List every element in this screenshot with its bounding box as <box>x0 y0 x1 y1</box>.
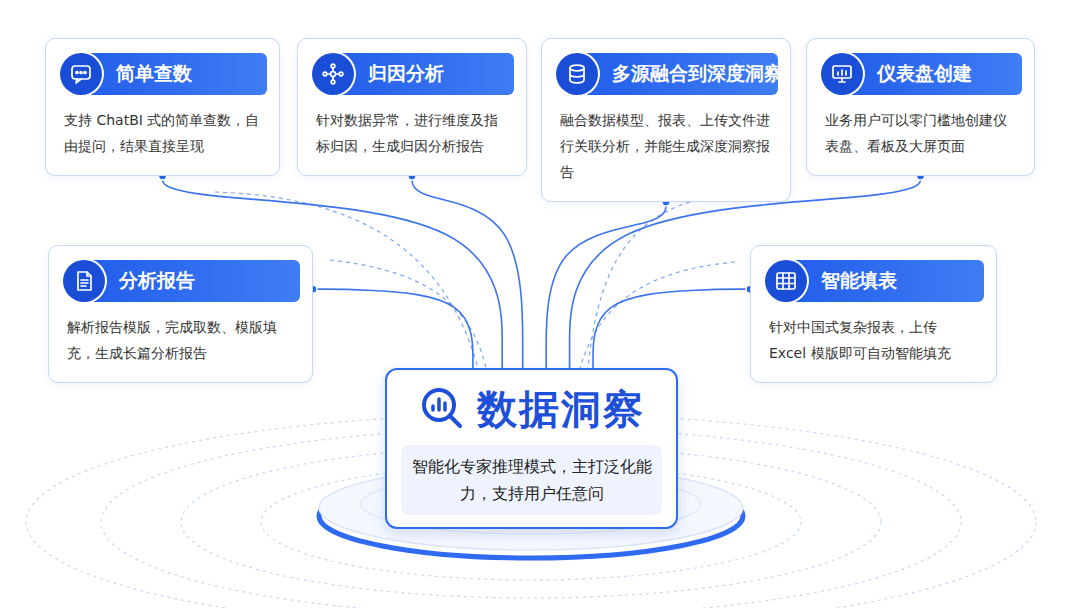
card-heading: 简单查数 <box>102 61 192 87</box>
card-description: 业务用户可以零门槛地创建仪表盘、看板及大屏页面 <box>807 95 1034 175</box>
magnifier-icon <box>419 385 465 435</box>
heading-band: 分析报告 <box>63 260 300 302</box>
heading-band: 归因分析 <box>312 53 514 95</box>
icon-badge <box>312 53 354 95</box>
card-heading: 归因分析 <box>354 61 444 87</box>
feature-card: 多源融合到深度洞察融合数据模型、报表、上传文件进行关联分析，并能生成深度洞察报告 <box>541 38 791 202</box>
feature-icon <box>774 269 798 293</box>
heading-band: 智能填表 <box>765 260 984 302</box>
hub-description: 智能化专家推理模式，主打泛化能力，支持用户任意问 <box>401 445 662 515</box>
feature-icon <box>69 62 93 86</box>
connector-line <box>593 289 750 368</box>
heading-band: 多源融合到深度洞察 <box>556 53 778 95</box>
card-heading: 分析报告 <box>105 268 195 294</box>
heading-band: 仪表盘创建 <box>821 53 1022 95</box>
feature-icon <box>72 269 96 293</box>
icon-badge <box>60 53 102 95</box>
icon-badge <box>556 53 598 95</box>
card-description: 针对中国式复杂报表，上传 Excel 模版即可自动智能填充 <box>751 302 996 382</box>
feature-card: 简单查数支持 ChatBI 式的简单查数，自由提问，结果直接呈现 <box>45 38 280 176</box>
hub-box: 数据洞察智能化专家推理模式，主打泛化能力，支持用户任意问 <box>385 368 678 529</box>
icon-badge <box>765 260 807 302</box>
deco-dash-line <box>588 192 745 368</box>
card-description: 支持 ChatBI 式的简单查数，自由提问，结果直接呈现 <box>46 95 279 175</box>
connector-line <box>412 176 523 368</box>
card-description: 融合数据模型、报表、上传文件进行关联分析，并能生成深度洞察报告 <box>542 95 790 201</box>
card-description: 解析报告模版，完成取数、模版填充，生成长篇分析报告 <box>49 302 312 382</box>
card-heading: 智能填表 <box>807 268 897 294</box>
icon-badge <box>63 260 105 302</box>
feature-card: 归因分析针对数据异常，进行维度及指标归因，生成归因分析报告 <box>297 38 527 176</box>
deco-dash-line <box>330 260 486 368</box>
magnifier-glyph <box>419 385 465 431</box>
feature-icon <box>565 62 589 86</box>
card-heading: 仪表盘创建 <box>863 61 972 87</box>
feature-icon <box>830 62 854 86</box>
card-heading: 多源融合到深度洞察 <box>598 61 783 87</box>
hub-heading: 数据洞察 <box>465 382 645 437</box>
feature-card: 分析报告解析报告模版，完成取数、模版填充，生成长篇分析报告 <box>48 245 313 383</box>
hub-heading-row: 数据洞察 <box>401 382 662 437</box>
icon-badge <box>821 53 863 95</box>
card-description: 针对数据异常，进行维度及指标归因，生成归因分析报告 <box>298 95 526 175</box>
feature-card: 智能填表针对中国式复杂报表，上传 Excel 模版即可自动智能填充 <box>750 245 997 383</box>
feature-icon <box>321 62 345 86</box>
feature-card: 仪表盘创建业务用户可以零门槛地创建仪表盘、看板及大屏页面 <box>806 38 1035 176</box>
connector-line <box>313 289 473 368</box>
heading-band: 简单查数 <box>60 53 267 95</box>
